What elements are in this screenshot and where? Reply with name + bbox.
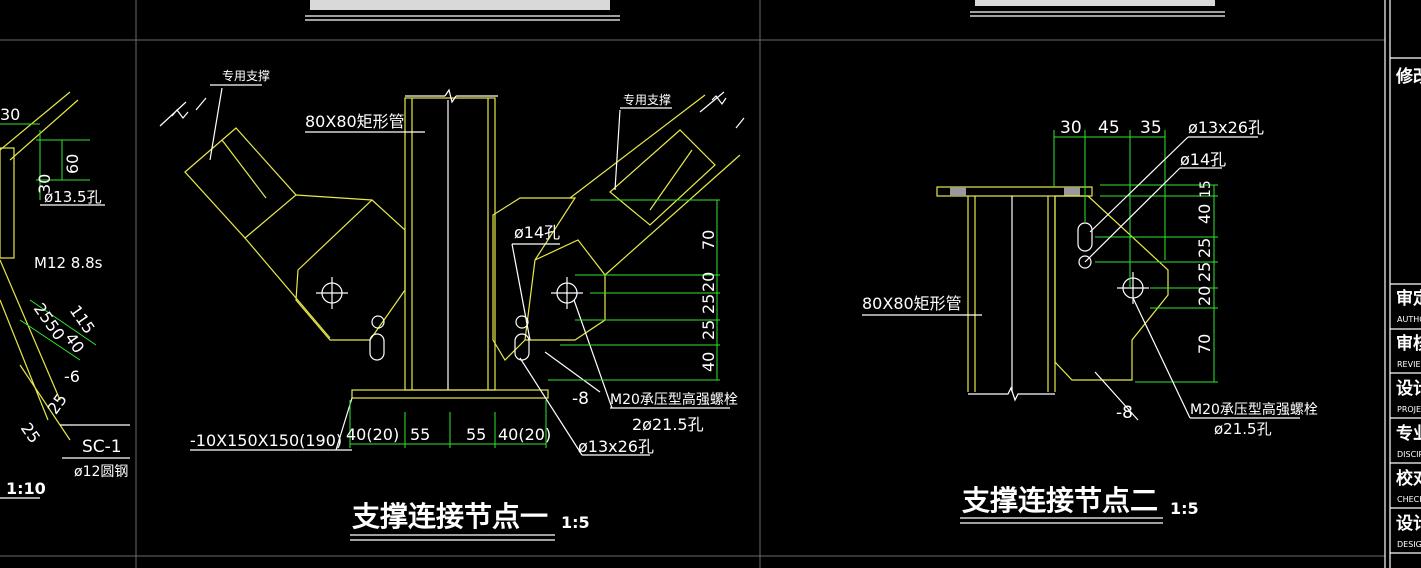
- node1-bolt-hole-label: 2ø21.5孔: [632, 415, 704, 434]
- node2-hole14-label: ø14孔: [1180, 150, 1226, 169]
- title-block-row: 设计: [1396, 513, 1421, 534]
- title-block-row: 设计: [1396, 378, 1421, 399]
- node2-right-dim: 40: [1195, 204, 1214, 224]
- node1-hole14-label: ø14孔: [514, 223, 560, 242]
- title-block-sub: AUTHO: [1397, 315, 1421, 324]
- node2-top-dim: 45: [1098, 118, 1120, 138]
- sheet-frame: [0, 0, 1391, 568]
- node1-bolt-label: M20承压型高强螺栓: [610, 391, 738, 408]
- left-dim: 25: [17, 419, 44, 447]
- node1-brace-left-label: 专用支撑: [222, 68, 270, 83]
- node2-slot-label: ø13x26孔: [1188, 118, 1264, 137]
- node1-scale: 1:5: [561, 513, 590, 532]
- title-block-sub: DESIGN: [1397, 540, 1421, 549]
- left-dim: -6: [64, 367, 80, 386]
- title-block: 修改 审定 AUTHO 审核 REVIEW 设计 PROJEC 专业 DISCI…: [1390, 57, 1421, 554]
- node1-plate-label: -8: [572, 389, 589, 409]
- node2-plate-label: -8: [1116, 403, 1133, 423]
- left-detail: 30 60 30 ø13.5孔 M12 8.8s 115 2550 40 -6 …: [0, 91, 130, 499]
- node2-detail: 30 45 35 ø13x26孔 ø14孔 80X80矩形管 -8 M20承压型…: [862, 118, 1318, 524]
- node1-right-dim: 70: [699, 230, 718, 250]
- node1-right-dim: 40: [699, 352, 718, 372]
- node2-right-dim: 20: [1195, 286, 1214, 306]
- node1-detail: 专用支撑 专用支撑 80X80矩形管 ø14孔 -8 M20承压型高强螺栓 2ø…: [159, 68, 745, 541]
- title-block-row: 审定: [1396, 288, 1421, 309]
- title-block-sub: PROJEC: [1397, 405, 1421, 414]
- node1-brace-right-label: 专用支撑: [623, 92, 671, 107]
- left-rod-label: ø12圆钢: [74, 464, 128, 480]
- title-block-sub: REVIEW: [1397, 360, 1421, 369]
- left-dim: 30: [0, 105, 20, 124]
- title-block-row: 专业: [1396, 423, 1421, 444]
- node1-bottom-dim: 55: [466, 425, 486, 444]
- left-hole-label: ø13.5孔: [44, 188, 102, 206]
- node2-title: 支撑连接节点二: [962, 484, 1158, 517]
- node2-top-dim: 35: [1140, 118, 1162, 138]
- node1-title: 支撑连接节点一: [352, 500, 548, 533]
- node2-right-dim: 25: [1195, 238, 1214, 258]
- left-sc-label: SC-1: [82, 437, 122, 457]
- node2-bolt-hole-label: ø21.5孔: [1214, 420, 1272, 438]
- node1-bottom-dim: 40(20): [498, 425, 551, 444]
- node2-right-dim: 15: [1198, 180, 1214, 198]
- node1-bottom-dim: 40(20): [346, 425, 399, 444]
- title-block-row: 修改: [1395, 66, 1421, 87]
- node1-right-dim: 25: [699, 320, 718, 340]
- node1-base-plate-label: -10X150X150(190): [190, 431, 342, 450]
- node2-scale: 1:5: [1170, 499, 1199, 518]
- node1-right-dim: 20: [699, 272, 718, 292]
- node1-right-dim: 25: [699, 294, 718, 314]
- left-dim: 2550: [30, 300, 69, 344]
- node1-bottom-dim: 55: [410, 425, 430, 444]
- left-dim: 60: [63, 154, 82, 174]
- node2-right-dim: 25: [1195, 262, 1214, 282]
- node2-top-dim: 30: [1060, 118, 1082, 138]
- node2-bolt-label: M20承压型高强螺栓: [1190, 401, 1318, 418]
- left-dim: 30: [35, 174, 54, 194]
- left-bolt-label: M12 8.8s: [34, 254, 103, 272]
- node1-tube-label: 80X80矩形管: [305, 112, 405, 131]
- title-block-row: 校对: [1396, 468, 1421, 489]
- left-scale: 1:10: [6, 479, 46, 498]
- node2-tube-label: 80X80矩形管: [862, 294, 962, 313]
- title-block-sub: DISCIP: [1397, 450, 1421, 459]
- left-dim: 25: [44, 390, 71, 418]
- node1-slot-label: ø13x26孔: [578, 437, 654, 456]
- node2-right-dim: 70: [1195, 334, 1214, 354]
- left-dim: 115: [66, 301, 99, 337]
- title-block-row: 审核: [1396, 333, 1421, 354]
- title-block-sub: CHECK: [1397, 495, 1421, 504]
